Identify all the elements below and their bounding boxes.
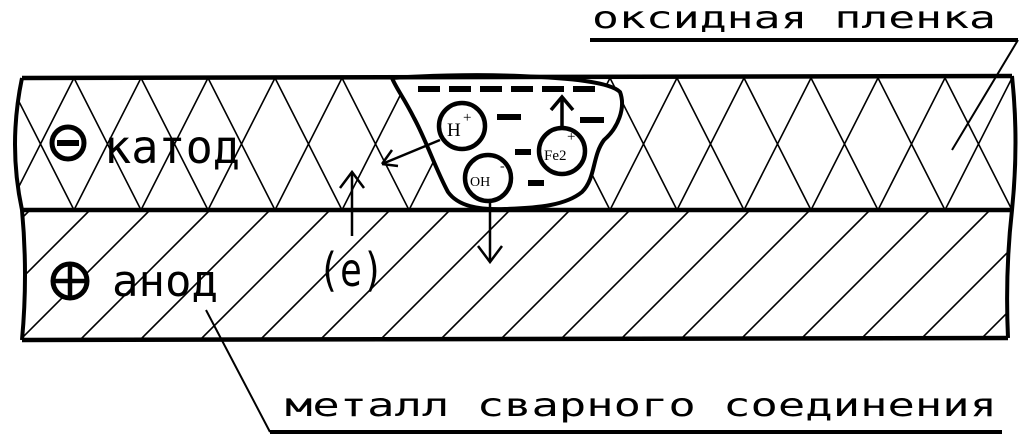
arrow-electron-up xyxy=(339,169,365,236)
ion-hydroxide-charge: - xyxy=(500,159,505,174)
ion-iron: Fe2 + xyxy=(536,125,588,177)
ion-hydroxide-circle xyxy=(462,152,514,204)
arrow-h-to-cathode xyxy=(380,138,441,168)
oxide-film-leader xyxy=(951,39,1019,151)
left-edge xyxy=(13,77,27,341)
right-edge xyxy=(1005,75,1018,339)
anode-label: анод xyxy=(112,256,218,307)
ion-hydrogen-symbol: H xyxy=(447,120,461,141)
ion-hydroxide: OH - xyxy=(462,152,514,204)
weld-metal-label: металл сварного соединения xyxy=(285,386,997,424)
ion-hydrogen-circle xyxy=(436,100,488,152)
ion-hydroxide-symbol: OH xyxy=(470,175,490,190)
oxide-top-edge xyxy=(21,73,1013,81)
oxide-film-label: оксидная пленка xyxy=(592,1,996,36)
droplet-negative-charges xyxy=(418,86,604,186)
ion-hydrogen: H + xyxy=(436,100,488,152)
metal-bottom-edge xyxy=(21,335,1009,343)
ion-iron-circle xyxy=(536,125,588,177)
arrow-fe-up xyxy=(549,94,575,128)
ion-iron-charge: + xyxy=(567,129,575,145)
electron-label: (e) xyxy=(318,243,384,297)
cathode-minus-icon xyxy=(49,124,87,162)
ion-iron-symbol: Fe2 xyxy=(544,148,567,164)
anode-plus-icon xyxy=(50,261,90,301)
ion-hydrogen-charge: + xyxy=(463,110,471,126)
cathode-label: катод xyxy=(104,120,240,174)
weld-metal-leader xyxy=(205,309,271,433)
